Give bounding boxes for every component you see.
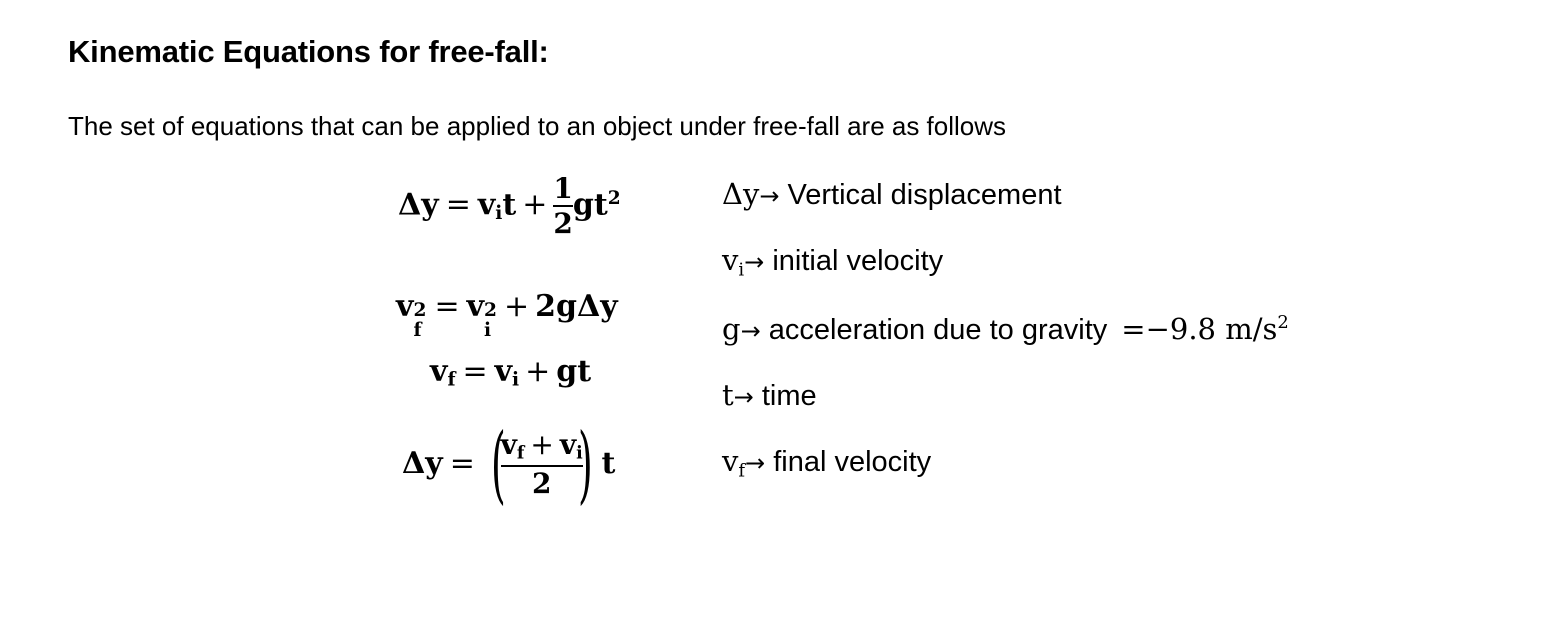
fraction-numerator: 1 <box>553 172 573 205</box>
fraction-numerator: vf+vi <box>501 430 583 463</box>
gravity-value: =−9.8 m/s2 <box>1121 312 1289 346</box>
def-subscript: i <box>738 259 745 281</box>
eq-var: v <box>396 289 414 324</box>
definition-final-velocity: vf→ final velocity <box>722 444 931 481</box>
def-text: acceleration due to gravity <box>768 314 1108 346</box>
arrow-icon: → <box>740 317 761 345</box>
eq-exponent: 2 <box>607 188 621 210</box>
eq-var: v <box>466 289 485 324</box>
eq-plus: + <box>530 428 554 462</box>
eq-var: v <box>430 354 448 389</box>
eq-var: t <box>601 446 616 481</box>
eq-sign: = <box>449 446 475 481</box>
def-text: time <box>761 380 817 412</box>
eq-lhs: Δy <box>402 446 443 481</box>
right-paren: ) <box>577 415 593 513</box>
eq-plus: + <box>525 354 551 389</box>
eq-subscript: i <box>576 443 583 464</box>
def-symbol: vi <box>722 243 745 281</box>
eq-subscript: f <box>516 443 525 464</box>
eq-lhs: Δy <box>398 187 439 223</box>
eq-var: v <box>494 354 513 389</box>
eq-var: g <box>572 187 594 223</box>
eq-var: t <box>502 187 517 223</box>
definition-displacement: Δy→ Vertical displacement <box>722 177 1062 212</box>
arrow-icon: → <box>733 383 754 411</box>
arrow-icon: → <box>744 248 765 276</box>
arrow-icon: → <box>745 449 766 477</box>
eq-sign: = <box>462 354 488 389</box>
definition-gravity: g→ acceleration due to gravity =−9.8 m/s2 <box>722 312 1289 347</box>
left-paren: ( <box>490 415 506 513</box>
def-text: final velocity <box>773 446 932 478</box>
eq-var: t <box>593 187 608 223</box>
intro-text: The set of equations that can be applied… <box>68 111 1007 141</box>
eq-var: v <box>500 428 517 462</box>
fraction-bar <box>553 205 573 208</box>
def-symbol-base: v <box>722 243 739 277</box>
eq-plus: + <box>522 187 548 223</box>
gravity-value-exponent: 2 <box>1277 312 1289 334</box>
def-symbol: g <box>722 312 741 346</box>
def-text: initial velocity <box>772 245 944 277</box>
def-symbol: vf <box>722 444 746 482</box>
def-symbol: Δy <box>722 177 760 211</box>
eq-subscript: i <box>512 369 520 391</box>
eq-var: v <box>559 428 577 462</box>
eq-exponent: 2 <box>484 300 497 321</box>
fraction-denominator: 2 <box>531 466 552 500</box>
eq-exponent: 2 <box>413 300 427 321</box>
def-symbol-base: v <box>722 444 739 478</box>
eq-sign: = <box>445 187 471 223</box>
eq-term: 2gΔy <box>535 289 618 324</box>
def-subscript: f <box>738 460 746 482</box>
eq-subscript: i <box>495 203 503 225</box>
eq-subscript: i <box>484 320 492 341</box>
definition-initial-velocity: vi→ initial velocity <box>722 243 943 280</box>
eq-subscript: f <box>413 320 422 341</box>
gravity-value-text: =−9.8 m/s <box>1121 312 1278 346</box>
eq-var: v <box>477 187 496 223</box>
def-text: Vertical displacement <box>787 179 1062 211</box>
arrow-icon: → <box>759 182 780 210</box>
eq-sign: = <box>434 289 460 324</box>
definition-time: t→ time <box>722 378 817 413</box>
equation-final-velocity: vf=vi+gt <box>430 357 591 390</box>
fraction-denominator: 2 <box>553 207 573 241</box>
fraction-bar <box>500 464 583 467</box>
eq-subscript: f <box>447 369 456 391</box>
page-title: Kinematic Equations for free-fall: <box>68 34 549 69</box>
eq-term: gt <box>556 354 592 389</box>
def-symbol: t <box>722 378 734 412</box>
eq-plus: + <box>504 289 530 324</box>
